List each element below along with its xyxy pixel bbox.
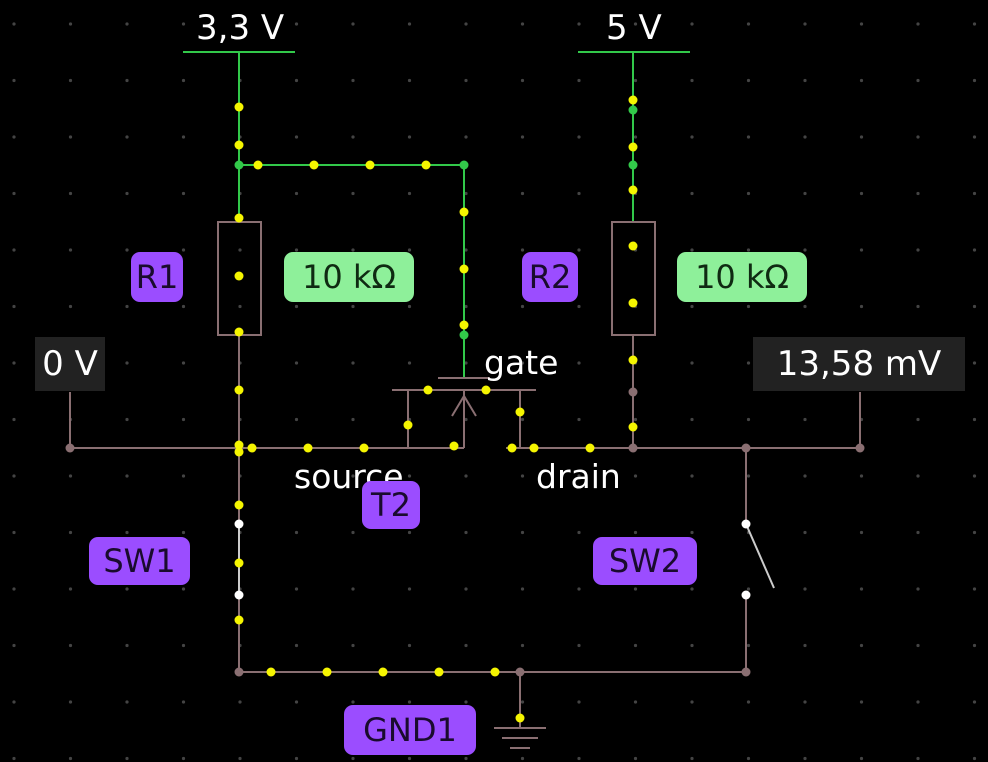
- r1-value-label[interactable]: 10 kΩ: [284, 252, 414, 302]
- t2-gate-label: gate: [484, 343, 559, 382]
- r2-value-label[interactable]: 10 kΩ: [677, 252, 807, 302]
- sw2-name-label[interactable]: SW2: [593, 537, 697, 585]
- current-flow-dots: [234, 95, 638, 723]
- gnd1-name-label[interactable]: GND1: [344, 705, 476, 755]
- sw1-name-label[interactable]: SW1: [89, 537, 190, 585]
- r2-name-label[interactable]: R2: [522, 252, 578, 302]
- sw2-switch-open[interactable]: [745, 523, 775, 589]
- r1-name-label[interactable]: R1: [131, 252, 183, 302]
- gnd1-ground-symbol[interactable]: [494, 727, 546, 749]
- t2-drain-label: drain: [536, 457, 621, 496]
- v33-source-label[interactable]: 3,3 V: [196, 8, 285, 48]
- t2-name-label[interactable]: T2: [362, 481, 420, 529]
- left-voltmeter[interactable]: 0 V: [35, 337, 105, 391]
- v5-source-label[interactable]: 5 V: [606, 8, 662, 48]
- right-voltmeter[interactable]: 13,58 mV: [753, 337, 965, 391]
